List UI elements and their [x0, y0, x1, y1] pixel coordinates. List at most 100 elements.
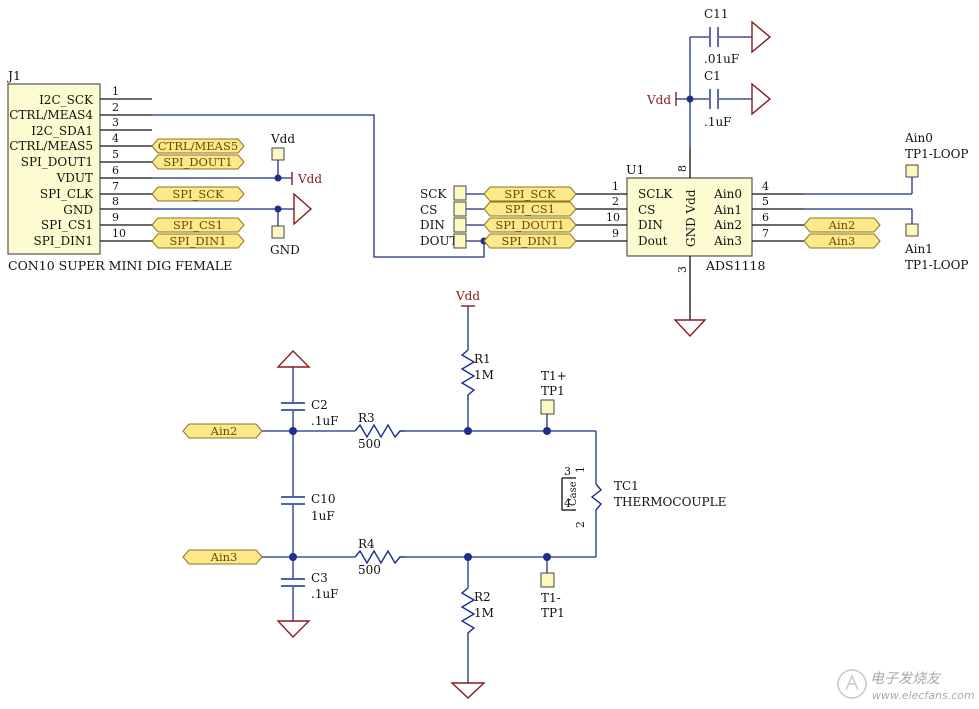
r4-value: 500: [358, 563, 381, 577]
vdut-net: Vdd Vdd: [152, 132, 322, 186]
r1-ref: R1: [474, 352, 491, 366]
c1-value: .1uF: [704, 115, 732, 129]
r2-value: 1M: [474, 606, 494, 620]
tc1-ref: TC1: [614, 479, 639, 493]
tminus-value: TP1: [541, 606, 565, 620]
u1-body: [626, 177, 753, 257]
u1-pin-num-8: 8: [676, 165, 689, 172]
port-spi-cs1-j1: [151, 217, 245, 233]
ain0-tp-value: TP1-LOOP: [905, 147, 969, 161]
ain0-test-point: [905, 164, 919, 178]
connector-j1: J1 CON10 SUPER MINI DIG FEMALE I2C_SCK C…: [6, 68, 232, 273]
ctrl-meas4-wire: [152, 114, 485, 258]
u1-pin-name-ain0: Ain0: [713, 187, 742, 201]
gnd-tp-label: GND: [270, 243, 300, 257]
port-spi-din1-u1-label: SPI_DIN1: [501, 234, 558, 248]
port-ain3-frontend-label: Ain3: [210, 550, 238, 564]
vdd-tp-label: Vdd: [270, 132, 295, 146]
tc1-pin-1: 1: [574, 466, 587, 473]
vdd-frontend-power-label: Vdd: [455, 289, 480, 303]
j1-pin-name-5: SPI_DOUT1: [21, 155, 93, 169]
ain1-test-point: [905, 223, 919, 237]
tc1-pin-3: 3: [564, 465, 571, 478]
u1-pin-name-cs: CS: [638, 203, 655, 217]
j1-pin-num-2: 2: [112, 101, 119, 114]
u1-pin-name-ain1: Ain1: [713, 203, 742, 217]
ain0-tp-ref: Ain0: [904, 131, 933, 145]
port-ain2-frontend-label: Ain2: [210, 424, 238, 438]
tc1-value: THERMOCOUPLE: [614, 495, 726, 509]
j1-pin-num-1: 1: [112, 85, 119, 98]
r4-zigzag: [354, 549, 405, 565]
u1-pin-num-7: 7: [762, 227, 769, 240]
r2-ref: R2: [474, 590, 491, 604]
watermark-text: 电子发烧友: [870, 671, 942, 687]
c3-value: .1uF: [311, 587, 339, 601]
watermark-logo-mark: [845, 674, 859, 691]
port-spi-sck-u1-label: SPI_SCK: [504, 187, 556, 201]
tplus-value: TP1: [541, 384, 565, 398]
c2-value: .1uF: [311, 414, 339, 428]
tp-sck-label: SCK: [420, 187, 447, 201]
u1-gnd-triangle: [673, 319, 707, 338]
port-ain2-u1-label: Ain2: [828, 218, 856, 232]
u1-left-ports: SPI_SCK SPI_CS1 SPI_DOUT1 SPI_DIN1: [483, 186, 577, 249]
j1-gnd-net: GND: [152, 192, 313, 257]
port-ain2-u1: [803, 217, 881, 233]
ic-u1: U1 ADS1118 1 2 10 9 SCLK CS DIN Dout Ain…: [576, 148, 804, 338]
r1-zigzag: [460, 349, 476, 400]
u1-pin-name-din: DIN: [638, 218, 663, 232]
r4-ref: R4: [358, 537, 375, 551]
ain2-node-junction: [289, 427, 297, 435]
tplus-ref: T1+: [541, 369, 567, 383]
vdd-test-point: [271, 147, 285, 161]
ain1-tp-value: TP1-LOOP: [905, 258, 969, 272]
thermocouple-frontend: Ain2 Ain3 C2 .1uF C10 1uF C3 .1uF R3 500: [182, 289, 726, 699]
c10-value: 1uF: [311, 509, 335, 523]
j1-pin-name-1: I2C_SCK: [39, 93, 94, 107]
tp-dout-label: DOUT: [420, 234, 458, 248]
c11-value: .01uF: [704, 52, 739, 66]
tp-din-label: DIN: [420, 218, 445, 232]
vdd-u1-power-label: Vdd: [646, 93, 671, 107]
port-spi-din1-j1: [151, 233, 245, 249]
vdd-decoupling: C11 .01uF Vdd C1 .1uF: [646, 7, 772, 148]
j1-pin-name-9: SPI_CS1: [41, 218, 93, 232]
j1-pin-num-5: 5: [112, 148, 119, 161]
j1-pin-name-3: I2C_SDA1: [31, 124, 93, 138]
c3-ref: C3: [311, 571, 328, 585]
tp-cs: [453, 201, 467, 217]
c11-gnd-triangle: [751, 20, 772, 54]
spi-test-points: SCK CS DIN DOUT: [420, 185, 488, 249]
r3-value: 500: [358, 437, 381, 451]
j1-pin-num-7: 7: [112, 180, 119, 193]
u1-pin-num-5: 5: [762, 195, 769, 208]
port-spi-cs1-u1-label: SPI_CS1: [505, 202, 555, 216]
tc1-symbol: [590, 483, 603, 511]
u1-pin-num-3: 3: [676, 266, 689, 273]
u1-pin-name-dout: Dout: [638, 234, 668, 248]
u1-pin-name-sclk: SCLK: [638, 187, 673, 201]
port-spi-din1-j1-label: SPI_DIN1: [169, 234, 226, 248]
u1-pin-name-ain2: Ain2: [713, 218, 742, 232]
tp-cs-label: CS: [420, 203, 437, 217]
watermark-url: www.elecfans.com: [872, 689, 975, 702]
port-ctrl-meas5-label: CTRL/MEAS5: [158, 139, 238, 153]
port-ctrl-meas5: [151, 138, 245, 154]
port-ain3-u1: [803, 233, 881, 249]
vdut-junction: [274, 174, 282, 182]
r3-zigzag: [354, 423, 405, 439]
j1-pin-name-4: CTRL/MEAS5: [9, 139, 93, 153]
tc1-pin-2: 2: [574, 521, 587, 528]
j1-description: CON10 SUPER MINI DIG FEMALE: [8, 258, 232, 273]
ain3-node-junction: [289, 553, 297, 561]
c1-ref: C1: [704, 69, 721, 83]
ain1-tp-ref: Ain1: [904, 242, 933, 256]
ain-test-loops: Ain0 TP1-LOOP Ain1 TP1-LOOP: [804, 131, 969, 272]
j1-pin-num-4: 4: [112, 132, 119, 145]
u1-pin-num-9: 9: [612, 227, 619, 240]
u1-pin-num-4: 4: [762, 180, 769, 193]
j1-ref: J1: [6, 68, 21, 83]
tminus-ref: T1-: [541, 591, 561, 605]
c1-gnd-triangle: [751, 82, 772, 116]
